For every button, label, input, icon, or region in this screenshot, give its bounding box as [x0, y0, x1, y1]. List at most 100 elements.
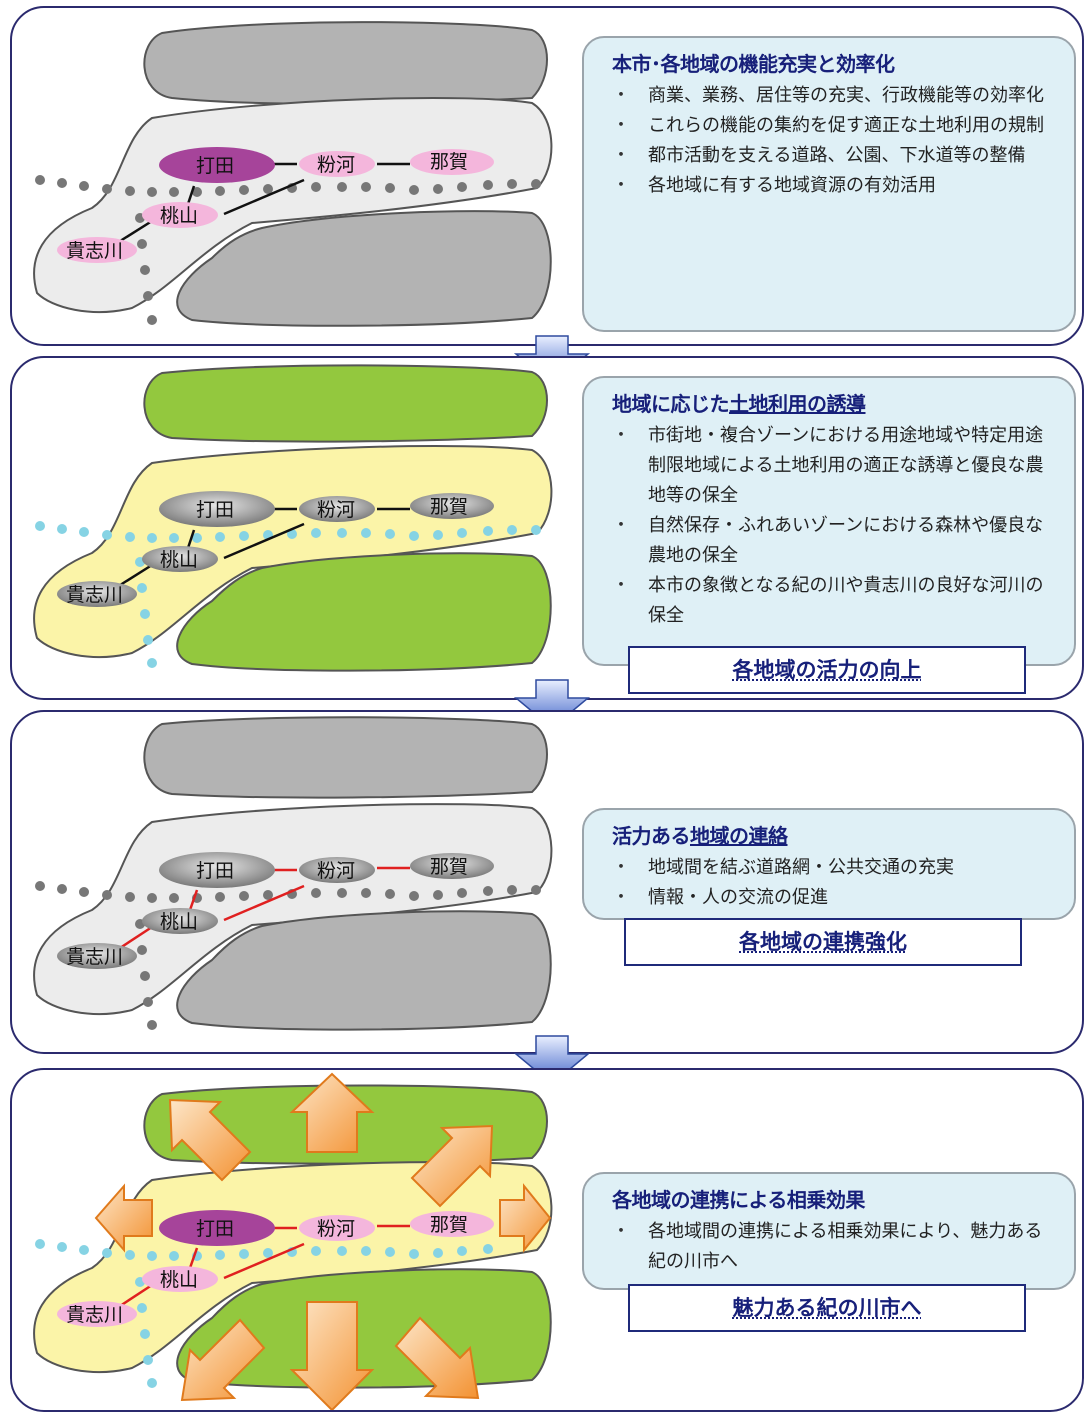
link-kishigawa-momoyama: [116, 219, 153, 245]
panel-connection: 打田 粉河 那賀 桃山 貴志川 活力ある地域の連絡 地域間を結ぶ道路網・公共交通…: [10, 710, 1084, 1054]
label-kishigawa: 貴志川: [66, 240, 123, 262]
node-kokawa: [299, 496, 375, 522]
label-momoyama: 桃山: [160, 911, 198, 933]
panel-land-use: 打田 粉河 那賀 桃山 貴志川 地域に応じた土地利用の誘導 市街地・複合ゾーンに…: [10, 356, 1084, 700]
node-momoyama: [142, 908, 218, 934]
link-momoyama-kokawa: [223, 522, 305, 560]
link-momoyama-kokawa: [223, 178, 305, 216]
node-naga: [410, 1211, 494, 1237]
policy-title-2-prefix: 地域に応じた: [612, 392, 730, 416]
mountain-south: [176, 210, 552, 327]
river-dots: [35, 521, 541, 668]
label-momoyama: 桃山: [160, 1269, 198, 1291]
policy-box-3: 活力ある地域の連絡 地域間を結ぶ道路網・公共交通の充実 情報・人の交流の促進: [582, 808, 1076, 920]
urban-zone: [33, 97, 553, 314]
arrow-down-left-icon: [180, 1318, 266, 1402]
river-dots: [35, 175, 541, 325]
policy-bullet: 都市活動を支える道路、公園、下水道等の整備: [606, 141, 1060, 171]
node-kishigawa: [57, 237, 137, 263]
policy-list-4: 各地域間の連携による相乗効果により、魅力ある紀の川市へ: [606, 1217, 1060, 1277]
forest-north: [143, 364, 548, 443]
arrow-left-icon: [94, 1183, 153, 1253]
label-momoyama: 桃山: [160, 205, 198, 227]
label-uchita: 打田: [196, 1218, 234, 1240]
policy-title-2-underlined: 土地利用の誘導: [729, 392, 866, 416]
policy-list-1: 商業、業務、居住等の充実、行政機能等の効率化 これらの機能の集約を促す適正な土地…: [606, 81, 1060, 201]
zone-map-3: 打田 粉河 那賀 桃山 貴志川: [33, 716, 553, 1031]
result-text-4: 魅力ある紀の川市へ: [732, 1296, 922, 1320]
result-text-2: 各地域の活力の向上: [732, 658, 922, 682]
policy-bullet: 自然保存・ふれあいゾーンにおける森林や優良な農地の保全: [606, 511, 1060, 571]
mountain-north: [143, 21, 548, 105]
node-kishigawa: [57, 581, 137, 607]
arrow-up-icon: [289, 1072, 375, 1153]
label-naga: 那賀: [430, 151, 468, 173]
urban-zone: [33, 803, 553, 1016]
link-momoyama-kokawa: [223, 884, 305, 922]
policy-bullet: これらの機能の集約を促す適正な土地利用の規制: [606, 111, 1060, 141]
label-naga: 那賀: [430, 496, 468, 518]
zone-map-1: 打田 粉河 那賀 桃山 貴志川: [33, 21, 553, 327]
arrow-up-left-icon: [168, 1098, 252, 1182]
policy-bullet: 各地域間の連携による相乗効果により、魅力ある紀の川市へ: [606, 1217, 1060, 1277]
node-momoyama: [142, 546, 218, 572]
policy-bullet: 各地域に有する地域資源の有効活用: [606, 171, 1060, 201]
node-momoyama: [142, 202, 218, 228]
mountain-north: [143, 716, 548, 799]
label-naga: 那賀: [430, 1214, 468, 1236]
nodes: [57, 1210, 494, 1327]
result-box-4: 魅力ある紀の川市へ: [628, 1284, 1026, 1332]
arrow-down-icon: [289, 1301, 375, 1410]
label-kokawa: 粉河: [317, 860, 355, 882]
policy-box-1: 本市･各地域の機能充実と効率化 商業、業務、居住等の充実、行政機能等の効率化 こ…: [582, 36, 1076, 332]
policy-bullet: 情報・人の交流の促進: [606, 883, 1060, 913]
policy-title-3-prefix: 活力ある: [612, 824, 691, 848]
label-kishigawa: 貴志川: [66, 584, 123, 606]
node-uchita: [159, 852, 275, 888]
arrow-right-icon: [499, 1183, 552, 1253]
link-uchita-momoyama: [188, 889, 199, 911]
policy-title-3: 活力ある地域の連絡: [612, 820, 1060, 849]
policy-title-3-underlined: 地域の連絡: [690, 824, 788, 848]
label-naga: 那賀: [430, 856, 468, 878]
zone-map-4: 打田 粉河 那賀 桃山 貴志川: [33, 1072, 553, 1410]
nodes: [57, 491, 494, 607]
link-momoyama-kokawa: [223, 1242, 305, 1280]
label-uchita: 打田: [196, 155, 234, 177]
node-uchita: [159, 491, 275, 527]
policy-list-2: 市街地・複合ゾーンにおける用途地域や特定用途制限地域による土地利用の適正な誘導と…: [606, 421, 1060, 631]
node-naga: [410, 149, 494, 175]
policy-title-4: 各地域の連携による相乗効果: [612, 1188, 865, 1212]
node-naga: [410, 853, 494, 879]
label-uchita: 打田: [196, 860, 234, 882]
link-uchita-momoyama: [188, 1247, 199, 1269]
label-kishigawa: 貴志川: [66, 946, 123, 968]
arrow-down-right-icon: [394, 1316, 480, 1400]
mountain-south: [176, 910, 552, 1031]
policy-bullet: 市街地・複合ゾーンにおける用途地域や特定用途制限地域による土地利用の適正な誘導と…: [606, 421, 1060, 511]
nodes: [57, 147, 494, 263]
forest-south: [176, 552, 552, 672]
node-kishigawa: [57, 1301, 137, 1327]
urban-zone: [33, 1161, 553, 1374]
label-kokawa: 粉河: [317, 499, 355, 521]
node-uchita: [159, 147, 275, 183]
policy-box-4: 各地域の連携による相乗効果 各地域間の連携による相乗効果により、魅力ある紀の川市…: [582, 1172, 1076, 1290]
link-uchita-momoyama: [186, 529, 196, 549]
label-uchita: 打田: [196, 499, 234, 521]
node-kokawa: [299, 151, 375, 177]
links: [116, 162, 410, 245]
label-momoyama: 桃山: [160, 549, 198, 571]
nodes: [57, 852, 494, 969]
policy-title-2: 地域に応じた土地利用の誘導: [612, 388, 1060, 417]
node-naga: [410, 493, 494, 519]
label-kokawa: 粉河: [317, 154, 355, 176]
policy-bullet: 本市の象徴となる紀の川や貴志川の良好な河川の保全: [606, 571, 1060, 631]
node-kokawa: [299, 1215, 375, 1241]
link-kishigawa-momoyama: [116, 563, 153, 589]
label-kokawa: 粉河: [317, 1218, 355, 1240]
synergy-arrows: [94, 1072, 552, 1410]
result-box-3: 各地域の連携強化: [624, 918, 1022, 966]
node-kokawa: [299, 857, 375, 883]
result-text-3: 各地域の連携強化: [739, 930, 907, 954]
